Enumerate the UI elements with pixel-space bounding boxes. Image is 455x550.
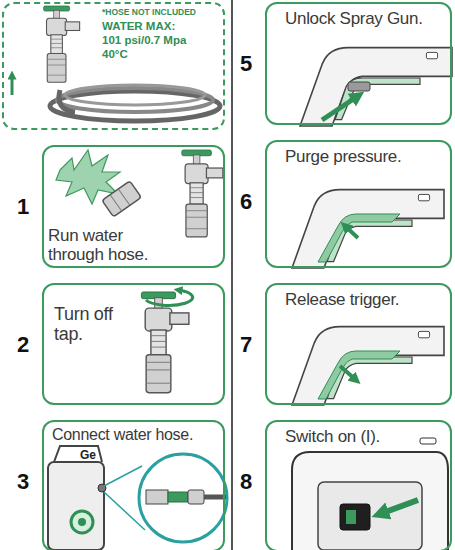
switch-on-illustration-rect xyxy=(340,504,370,530)
unlock-gun-illustration-rect xyxy=(348,82,370,91)
note-text: 101 psi/0.7 Mpa xyxy=(102,34,224,46)
divider-line xyxy=(231,0,233,550)
step-instruction: Unlock Spray Gun. xyxy=(285,10,451,29)
turn-off-tap-illustration xyxy=(141,290,192,393)
turn-off-tap-illustration-use xyxy=(141,292,189,393)
unlock-gun-illustration-use xyxy=(300,48,452,126)
step-number: 1 xyxy=(10,195,36,219)
step-number: 8 xyxy=(233,470,259,494)
unlock-gun-illustration-line xyxy=(322,96,358,120)
switch-on-illustration-path xyxy=(292,452,448,550)
release-trigger-illustration-path xyxy=(318,351,400,399)
release-trigger-illustration-line xyxy=(340,366,356,380)
switch-on-illustration-rect xyxy=(420,438,436,444)
step-instruction: Run water through hose. xyxy=(48,227,168,264)
hose-illustration-ellipse xyxy=(65,85,205,105)
brand-label: Ge xyxy=(80,448,96,462)
step-panel: 1Run water through hose. xyxy=(42,145,225,268)
purge-pressure-illustration-path xyxy=(318,214,400,262)
step-panel: 5Unlock Spray Gun. xyxy=(265,2,452,125)
note-text: WATER MAX: xyxy=(102,20,224,32)
step-panel: 3Connect water hose. xyxy=(42,420,225,550)
connect-hose-illustration-path xyxy=(54,446,102,462)
connect-hose-illustration-rect xyxy=(168,492,188,502)
step-instruction: Connect water hose. xyxy=(52,426,224,444)
run-water-illustration-g-line xyxy=(110,195,121,211)
switch-on-illustration xyxy=(292,438,448,550)
connect-hose-illustration-line xyxy=(204,495,226,500)
release-trigger-illustration-use xyxy=(292,327,444,405)
hose-illustration-line xyxy=(11,75,14,95)
switch-on-illustration-rect xyxy=(318,482,422,550)
connect-hose-illustration-circle xyxy=(139,454,227,542)
turn-off-tap-illustration-path xyxy=(146,290,193,305)
run-water-illustration-g-rect xyxy=(102,181,141,217)
note-box: *HOSE NOT INCLUDED WATER MAX: 101 psi/0.7 … xyxy=(2,2,225,130)
step-number: 6 xyxy=(233,190,259,214)
note-text: *HOSE NOT INCLUDED xyxy=(102,8,224,17)
purge-pressure-illustration-use xyxy=(292,190,444,268)
release-trigger-illustration xyxy=(292,327,444,405)
step-instruction: Switch on (I). xyxy=(285,428,451,447)
step-panel: 6Purge pressure. xyxy=(265,140,452,268)
step-instruction: Release trigger. xyxy=(285,291,451,310)
connect-hose-illustration-rect xyxy=(146,490,168,504)
run-water-illustration-g-line xyxy=(118,189,129,205)
connect-hose-illustration xyxy=(48,446,227,550)
run-water-illustration-use xyxy=(182,150,223,237)
connect-hose-illustration-line xyxy=(104,466,142,486)
purge-pressure-illustration xyxy=(292,190,444,268)
purge-pressure-illustration-line xyxy=(345,226,358,238)
step-number: 2 xyxy=(10,333,36,357)
switch-on-illustration-line xyxy=(380,500,418,514)
run-water-illustration xyxy=(56,150,223,237)
step-instruction: Turn off tap. xyxy=(54,305,130,345)
hose-illustration-use xyxy=(44,6,80,82)
unlock-gun-illustration xyxy=(300,48,452,126)
step-panel: 7Release trigger. xyxy=(265,283,452,405)
note-text: 40°C xyxy=(102,48,224,60)
connect-hose-illustration-rect xyxy=(188,490,204,504)
hose-illustration-path xyxy=(59,90,75,112)
step-number: 3 xyxy=(10,470,36,494)
step-instruction: Purge pressure. xyxy=(285,148,451,167)
connect-hose-illustration-rect xyxy=(48,462,104,550)
connect-hose-illustration-circle xyxy=(71,511,93,533)
step-panel: 8Switch on (I). xyxy=(265,420,452,550)
switch-on-illustration-rect xyxy=(346,510,356,524)
run-water-illustration-g xyxy=(102,181,141,217)
connect-hose-illustration-circle xyxy=(78,518,86,526)
step-number: 7 xyxy=(233,333,259,357)
step-panel: 2Turn off tap. xyxy=(42,283,225,405)
step-number: 5 xyxy=(233,52,259,76)
